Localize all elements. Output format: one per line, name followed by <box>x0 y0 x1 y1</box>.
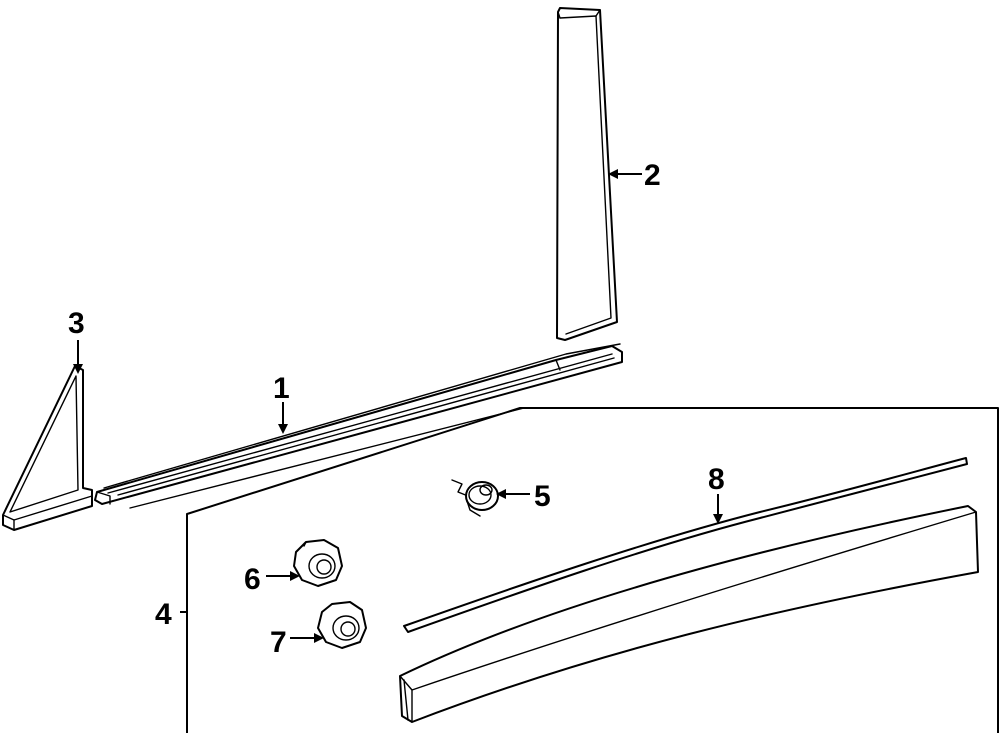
callout-8: 8 <box>708 463 725 496</box>
callout-5: 5 <box>534 480 551 513</box>
callout-7: 7 <box>270 626 287 659</box>
retainer-clip <box>451 479 499 517</box>
grommet-nut-lower <box>317 601 367 649</box>
callout-2: 2 <box>644 159 661 192</box>
callout-3: 3 <box>68 307 85 340</box>
kit-box-outline <box>186 407 999 733</box>
pillar-applique <box>556 7 618 341</box>
door-molding <box>399 505 979 723</box>
sill-underside-line <box>129 407 525 509</box>
callout-4: 4 <box>155 598 172 631</box>
callout-6: 6 <box>244 563 261 596</box>
trim-strip <box>403 457 968 633</box>
corner-triangle-trim <box>2 365 93 531</box>
grommet-nut-upper <box>293 539 343 587</box>
sill-molding <box>94 343 623 505</box>
callout-1: 1 <box>273 372 290 405</box>
